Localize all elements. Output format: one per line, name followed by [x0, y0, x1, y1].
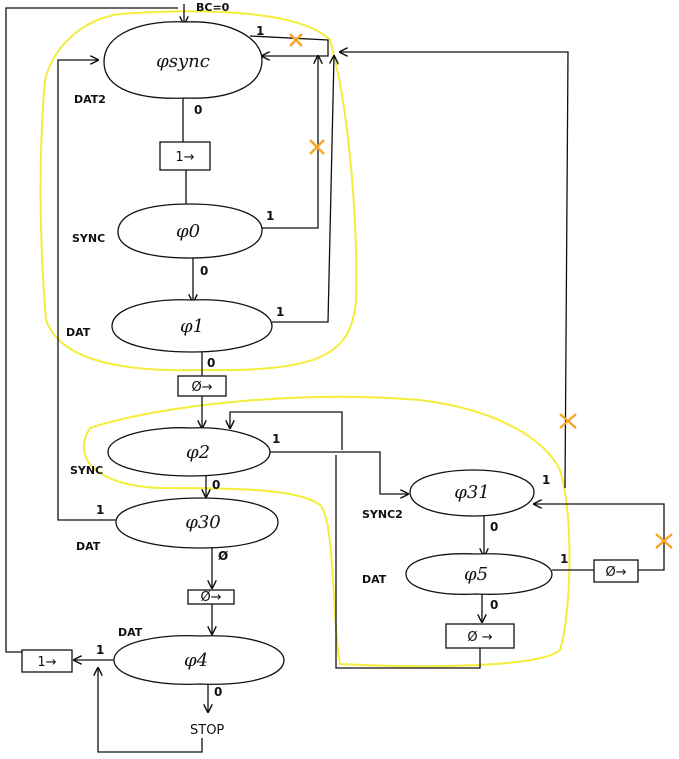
action-box-3-label: Ø→: [200, 590, 221, 605]
action-box-1-label: 1→: [175, 150, 194, 165]
state-sync-label: φsync: [156, 51, 210, 72]
state-s1-label: φ1: [180, 316, 204, 337]
action-box-3: [187, 589, 235, 605]
cross-marks: [289, 33, 673, 549]
signal-s1: DAT: [66, 326, 91, 339]
action-box-2: [177, 375, 227, 397]
action-box-4-label: 1→: [37, 655, 56, 670]
edge-s4-one: 1: [96, 643, 104, 657]
cross-mark: [309, 139, 325, 155]
edge-s0-zero: 0: [200, 264, 208, 278]
action-box-5-label: Ø→: [605, 565, 626, 580]
state-s5: [405, 553, 553, 595]
edge-s5-one: 1: [560, 552, 568, 566]
bc-annotation: BC=0: [196, 1, 230, 14]
edge-s0-one: 1: [266, 209, 274, 223]
edge-s30-zero: Ø: [218, 549, 228, 563]
action-box-5: [593, 559, 639, 583]
signal-s2: SYNC: [70, 464, 103, 477]
state-s30-label: φ30: [185, 512, 221, 533]
action-box-6-label: Ø →: [467, 630, 492, 645]
signal-s0: SYNC: [72, 232, 105, 245]
wire-box5-to-s31: [534, 504, 665, 571]
wire-s0-one: [260, 56, 318, 229]
edge-s5-zero: 0: [490, 598, 498, 612]
action-box-2-label: Ø→: [191, 380, 212, 395]
state-s0: [117, 203, 263, 259]
state-s0-label: φ0: [176, 221, 200, 242]
edge-s31-zero: 0: [490, 520, 498, 534]
edge-s4-zero: 0: [214, 685, 222, 699]
cross-mark: [289, 33, 303, 47]
wire-s31-one-return: [340, 52, 569, 489]
state-s4: [113, 635, 285, 685]
terminal-stop: STOP: [190, 723, 224, 738]
state-s30: [115, 497, 279, 549]
wire-s2-to-s31: [268, 451, 408, 494]
wire-s1-one: [272, 56, 334, 323]
action-box-6: [445, 623, 515, 649]
edge-s1-zero: 0: [207, 356, 215, 370]
signal-sync-state: DAT2: [74, 93, 106, 106]
edge-s1-one: 1: [276, 305, 284, 319]
action-box-1: [159, 141, 211, 171]
highlight-region-upper: [39, 10, 358, 372]
signal-s31: SYNC2: [362, 508, 403, 521]
state-s2-label: φ2: [186, 442, 210, 463]
wire-box4-return: [5, 7, 178, 653]
edge-s2-one: 1: [272, 432, 280, 446]
edge-s31-one: 1: [542, 473, 550, 487]
states: [103, 21, 553, 685]
state-s2: [107, 427, 271, 477]
state-s5-label: φ5: [464, 564, 488, 585]
state-sync: [103, 21, 263, 99]
highlight-region-lower: [83, 395, 571, 668]
state-s31: [409, 469, 535, 517]
edge-s30-one: 1: [96, 503, 104, 517]
state-s4-label: φ4: [184, 650, 208, 671]
transitions: [5, 4, 665, 753]
state-s31-label: φ31: [454, 482, 490, 503]
edge-s2-zero: 0: [212, 478, 220, 492]
action-box-4: [21, 649, 73, 673]
signal-s5: DAT: [362, 573, 387, 586]
wire-stop-loop: [98, 668, 203, 753]
signal-s4: DAT: [118, 626, 143, 639]
signal-s30: DAT: [76, 540, 101, 553]
edge-sync-zero: 0: [194, 103, 202, 117]
wire-sync-one-loop: [249, 35, 329, 56]
wire-s2-loop: [230, 411, 343, 450]
cross-mark: [655, 533, 673, 549]
edge-sync-one: 1: [256, 24, 264, 38]
wire-s30-one-return: [57, 60, 116, 521]
cross-mark: [559, 413, 577, 429]
state-s1: [111, 299, 273, 353]
wire-box6-return: [335, 455, 481, 669]
